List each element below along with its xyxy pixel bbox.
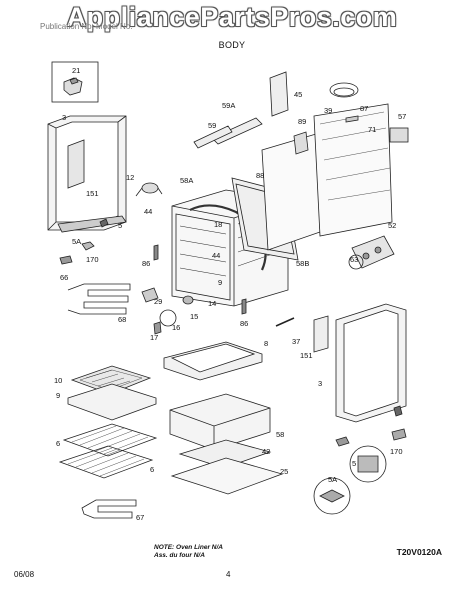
watermark: AppliancePartsPros.com (66, 2, 398, 32)
callout-5A-right: 5A (328, 475, 337, 484)
small-parts-14-29 (141, 287, 194, 335)
part-89 (293, 131, 309, 155)
callout-151-left: 151 (86, 189, 99, 198)
callout-66: 66 (60, 273, 68, 282)
callout-63: 63 (350, 255, 358, 264)
callout-170-left: 170 (86, 255, 99, 264)
callout-3-left: 3 (62, 113, 66, 122)
callout-17: 17 (150, 333, 158, 342)
callout-59A: 59A (222, 101, 235, 110)
page-number: 4 (226, 570, 231, 579)
callout-9: 9 (56, 391, 60, 400)
insulation-58 (169, 393, 271, 451)
callout-151-right: 151 (300, 351, 313, 360)
oven-racks-6 (58, 423, 158, 479)
callout-16: 16 (172, 323, 180, 332)
callout-14: 14 (208, 299, 216, 308)
callout-42: 42 (262, 447, 270, 456)
callout-170-right: 170 (390, 447, 403, 456)
callout-45: 45 (294, 90, 302, 99)
callout-25: 25 (280, 467, 288, 476)
callout-88: 88 (256, 171, 264, 180)
callout-10: 10 (54, 376, 62, 385)
part-12 (135, 182, 163, 197)
callout-12: 12 (126, 173, 134, 182)
vent-57 (389, 127, 409, 143)
part-86-right (241, 298, 247, 315)
callout-68: 68 (118, 315, 126, 324)
callout-37: 37 (292, 337, 300, 346)
note-line-2: Ass. du four N/A (154, 552, 205, 559)
callout-3-right: 3 (318, 379, 322, 388)
part-37 (275, 317, 295, 327)
callout-15: 15 (190, 312, 198, 321)
header-strip: Publication No. Model No. (40, 22, 133, 31)
callout-5-right: 5 (352, 459, 356, 468)
part-21-inset (51, 61, 99, 103)
callout-21: 21 (72, 66, 80, 75)
broil-element-67 (81, 499, 137, 519)
callout-89: 89 (298, 117, 306, 126)
callout-8: 8 (264, 339, 268, 348)
pan-9 (67, 383, 157, 421)
callout-58A: 58A (180, 176, 193, 185)
callout-29: 29 (154, 297, 162, 306)
rear-cover-71 (313, 103, 393, 237)
callout-52: 52 (388, 221, 396, 230)
bake-element-66 (67, 283, 131, 315)
section-title: BODY (218, 40, 246, 50)
bottom-panels-42-25 (170, 439, 284, 495)
left-oven-door (47, 115, 127, 233)
back-panel-88 (261, 133, 321, 251)
callout-44-left: 44 (144, 207, 152, 216)
note-line-1: NOTE: Oven Liner N/A (154, 544, 223, 551)
part-87 (345, 115, 359, 123)
right-oven-door (335, 303, 407, 423)
terminal-block-52-63 (348, 235, 395, 270)
callout-6-upper: 6 (56, 439, 60, 448)
callout-86-right: 86 (240, 319, 248, 328)
callout-44-right: 44 (212, 251, 220, 260)
callout-67: 67 (136, 513, 144, 522)
footer-date: 06/08 (14, 570, 35, 579)
callout-9-mid: 9 (218, 278, 222, 287)
callout-57: 57 (398, 112, 406, 121)
callout-6-lower: 6 (150, 465, 154, 474)
callout-86-left: 86 (142, 259, 150, 268)
callout-87: 87 (360, 104, 368, 113)
oven-liner-note: NOTE: Oven Liner N/A Ass. du four N/A (154, 544, 223, 560)
callout-58: 58 (276, 430, 284, 439)
callout-59: 59 (208, 121, 216, 130)
callout-5A-left: 5A (72, 237, 81, 246)
top-brackets (193, 71, 289, 149)
right-hinge-parts (313, 405, 407, 515)
part-8 (163, 341, 263, 381)
callout-71: 71 (368, 125, 376, 134)
bracket-151 (313, 315, 329, 353)
callout-5-left: 5 (118, 221, 122, 230)
callout-39: 39 (324, 106, 332, 115)
part-86-left (153, 244, 159, 261)
callout-labels: 21 3 151 5 5A 170 66 68 12 44 58A 18 86 … (54, 66, 406, 522)
figure-code: T20V0120A (396, 547, 442, 557)
part-39 (329, 82, 359, 98)
left-hinge-parts (59, 218, 109, 265)
callout-18: 18 (214, 220, 222, 229)
callout-58B: 58B (296, 259, 309, 268)
